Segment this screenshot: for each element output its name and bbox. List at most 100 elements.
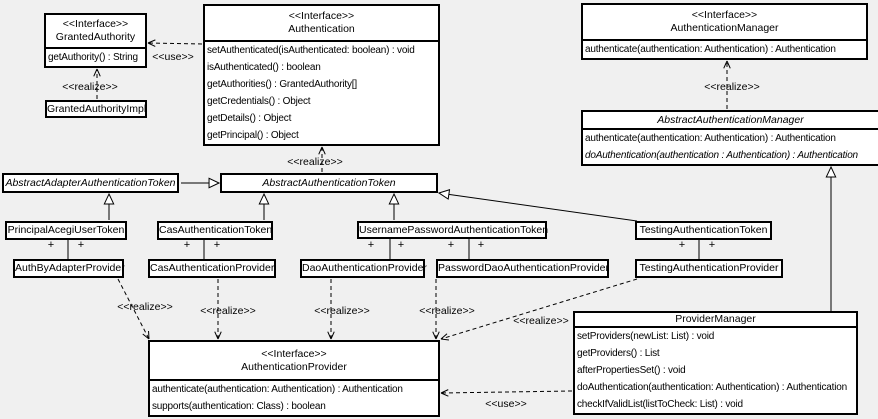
class-methods-compartment: authenticate(authentication: Authenticat… (583, 130, 878, 164)
edge-use-providermanager-to-authenticationprovider[interactable] (440, 389, 573, 397)
realize-label: <<realize>> (287, 156, 343, 168)
multiplicity-label: + (477, 239, 485, 251)
class-name: AuthByAdapterProvider (15, 262, 125, 274)
class-name: AuthenticationManager (670, 22, 779, 34)
class-box-username-password-authentication-token[interactable]: UsernamePasswordAuthenticationToken (357, 221, 548, 239)
class-method: supports(authentication: Class) : boolea… (152, 401, 326, 412)
class-box-authentication-provider[interactable]: <<Interface>>AuthenticationProvider authe… (148, 340, 440, 417)
class-methods-compartment: setProviders(newList: List) : void getPro… (575, 328, 856, 413)
class-methods-compartment: setAuthenticated(isAuthenticated: boolea… (205, 42, 438, 144)
class-name: Authentication (288, 23, 355, 35)
class-name: AuthenticationProvider (241, 360, 347, 373)
class-title: TestingAuthenticationProvider (637, 261, 781, 276)
edge-generalize-casauthenticationtoken[interactable] (258, 192, 270, 220)
use-label: <<use>> (485, 398, 527, 410)
edge-realize-testingauthenticationprovider[interactable] (440, 278, 638, 341)
class-title: UsernamePasswordAuthenticationToken (359, 223, 548, 237)
edge-realize-grantedauthorityimpl-to-grantedauthority[interactable] (93, 68, 101, 99)
class-method: setProviders(newList: List) : void (577, 331, 715, 342)
edge-realize-passworddaoauthenticationprovider[interactable] (432, 279, 440, 340)
edge-realize-abstracttoken-to-authentication[interactable] (318, 146, 326, 172)
use-label: <<use>> (152, 51, 194, 63)
class-stereotype: <<Interface>> (691, 9, 758, 21)
class-title: TestingAuthenticationToken (637, 223, 770, 238)
class-method: getProviders() : List (577, 348, 660, 359)
edge-realize-abstractmanager-to-authenticationmanager[interactable] (723, 60, 731, 109)
class-title: PasswordDaoAuthenticationProvider (438, 261, 610, 276)
class-method: isAuthenticated() : boolean (207, 62, 321, 73)
class-box-cas-authentication-token[interactable]: CasAuthenticationToken (157, 221, 273, 240)
edge-generalize-principalacegiusertoken[interactable] (103, 192, 115, 220)
edge-generalize-abstractadaptertoken-to-abstracttoken[interactable] (181, 177, 221, 189)
class-title: GrantedAuthorityImpl (47, 102, 147, 116)
class-method: authenticate(authentication: Authenticat… (152, 384, 403, 395)
class-box-testing-authentication-token[interactable]: TestingAuthenticationToken (635, 221, 772, 240)
class-title: <<Interface>>AuthenticationManager (583, 5, 866, 41)
class-method: authenticate(authentication: Authenticat… (585, 44, 836, 55)
edge-realize-casauthenticationprovider[interactable] (214, 279, 222, 340)
class-title: <<Interface>>Authentication (205, 6, 438, 42)
class-name: GrantedAuthorityImpl (47, 102, 147, 115)
class-method: afterPropertiesSet() : void (577, 365, 686, 376)
class-box-abstract-adapter-authentication-token[interactable]: AbstractAdapterAuthenticationToken (2, 173, 179, 193)
edge-use-authentication-to-grantedauthority[interactable] (147, 39, 203, 47)
class-name: AbstractAdapterAuthenticationToken (5, 176, 176, 189)
multiplicity-label: + (77, 239, 85, 251)
class-method: getAuthorities() : GrantedAuthority[] (207, 79, 357, 90)
class-box-abstract-authentication-token[interactable]: AbstractAuthenticationToken (220, 173, 438, 193)
class-box-abstract-authentication-manager[interactable]: AbstractAuthenticationManager authenticat… (581, 110, 878, 166)
class-name: ProviderManager (675, 313, 756, 325)
class-box-granted-authority[interactable]: <<Interface>>GrantedAuthority getAuthorit… (44, 13, 147, 68)
class-box-authentication-manager[interactable]: <<Interface>>AuthenticationManager authen… (581, 3, 868, 60)
multiplicity-label: + (708, 239, 716, 251)
multiplicity-label: + (367, 239, 375, 251)
class-title: CasAuthenticationToken (159, 223, 273, 238)
class-title: DaoAuthenticationProvider (302, 261, 427, 276)
class-method: checkIfValidList(listToCheck: List) : vo… (577, 399, 743, 410)
realize-label: <<realize>> (117, 301, 173, 313)
multiplicity-label: + (47, 239, 55, 251)
class-method: getAuthority() : String (48, 52, 138, 63)
class-name: PasswordDaoAuthenticationProvider (438, 262, 610, 274)
class-method: authenticate(authentication: Authenticat… (585, 133, 836, 144)
multiplicity-label: + (397, 239, 405, 251)
class-title: <<Interface>>AuthenticationProvider (150, 342, 438, 381)
class-name: CasAuthenticationToken (159, 224, 273, 236)
class-title: PrincipalAcegiUserToken (7, 223, 125, 238)
class-methods-compartment: authenticate(authentication: Authenticat… (583, 41, 866, 58)
class-name: TestingAuthenticationProvider (639, 262, 779, 274)
class-name: AbstractAuthenticationManager (657, 113, 804, 126)
class-box-cas-authentication-provider[interactable]: CasAuthenticationProvider (148, 259, 276, 278)
multiplicity-label: + (183, 239, 191, 251)
class-method: doAuthentication(authentication: Authent… (577, 382, 847, 393)
realize-label: <<realize>> (314, 305, 370, 317)
edge-realize-authbyadapterprovider[interactable] (117, 278, 150, 340)
class-name: TestingAuthenticationToken (639, 224, 768, 236)
class-box-dao-authentication-provider[interactable]: DaoAuthenticationProvider (300, 259, 427, 278)
class-methods-compartment: getAuthority() : String (46, 49, 145, 66)
edge-generalize-testingauthenticationtoken[interactable] (437, 189, 638, 222)
realize-label: <<realize>> (62, 81, 118, 93)
class-box-granted-authority-impl[interactable]: GrantedAuthorityImpl (45, 100, 147, 118)
class-box-provider-manager[interactable]: ProviderManager setProviders(newList: Lis… (573, 311, 858, 415)
class-box-password-dao-authentication-provider[interactable]: PasswordDaoAuthenticationProvider (436, 259, 609, 278)
class-box-auth-by-adapter-provider[interactable]: AuthByAdapterProvider (13, 259, 125, 278)
realize-label: <<realize>> (200, 305, 256, 317)
class-box-authentication[interactable]: <<Interface>>Authentication setAuthentica… (203, 4, 440, 146)
class-name: GrantedAuthority (55, 31, 136, 43)
multiplicity-label: + (447, 239, 455, 251)
class-title: ProviderManager (575, 313, 856, 328)
class-box-testing-authentication-provider[interactable]: TestingAuthenticationProvider (635, 259, 783, 278)
edge-generalize-providermanager-to-abstractmanager[interactable] (825, 165, 837, 311)
class-method: getDetails() : Object (207, 113, 292, 124)
edge-realize-daoauthenticationprovider[interactable] (327, 279, 335, 340)
realize-label: <<realize>> (704, 81, 760, 93)
class-stereotype: <<Interface>> (62, 18, 129, 30)
class-box-principal-acegi-user-token[interactable]: PrincipalAcegiUserToken (5, 221, 127, 240)
multiplicity-label: + (678, 239, 686, 251)
class-method: setAuthenticated(isAuthenticated: boolea… (207, 45, 415, 56)
edge-generalize-usernamepasswordtoken[interactable] (388, 192, 400, 220)
class-method: doAuthentication(authentication : Authen… (585, 150, 858, 161)
class-title: CasAuthenticationProvider (150, 261, 274, 276)
